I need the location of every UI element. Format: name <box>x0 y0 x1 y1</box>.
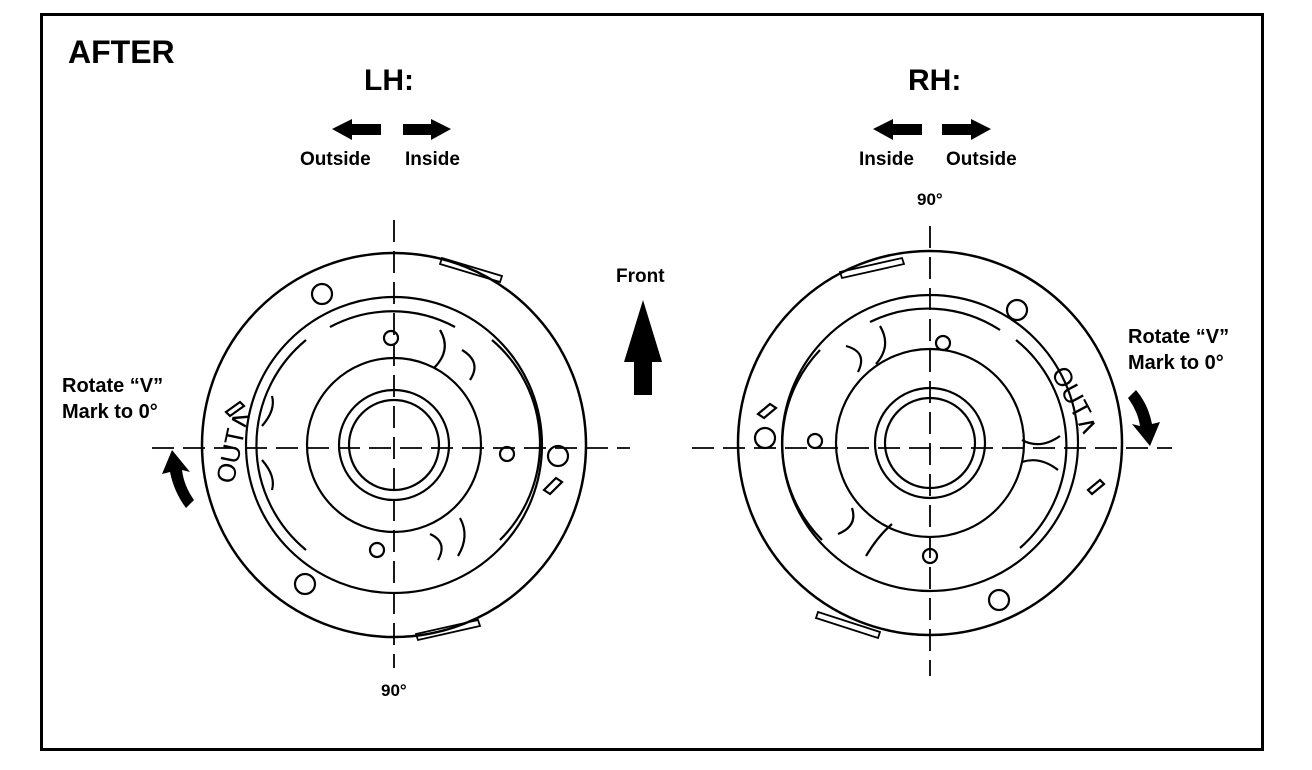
rh-rotate-line1: Rotate “V” <box>1128 326 1230 348</box>
lh-middle-ring <box>244 295 544 595</box>
lh-inner-ring <box>305 356 483 534</box>
rh-inside-arrow-icon <box>873 119 922 140</box>
lh-spoke-mark <box>261 395 274 427</box>
lh-inside-label: Inside <box>405 149 460 170</box>
rh-rotate-line2: Mark to 0° <box>1128 352 1224 374</box>
lh-wheel <box>152 220 630 668</box>
rh-channel-arc <box>1015 339 1068 549</box>
lh-channel-arc <box>255 339 307 551</box>
lh-spoke-mark <box>457 517 466 557</box>
rh-bolt-hole <box>1005 298 1029 322</box>
rh-hub-inner <box>883 396 977 490</box>
rh-diamond-mark <box>756 402 778 420</box>
rh-spoke-mark <box>875 325 887 365</box>
rh-small-hole <box>806 432 824 450</box>
rh-outside-label: Outside <box>946 149 1017 170</box>
lh-bolt-hole <box>310 282 334 306</box>
lh-angle-label: 90° <box>381 681 407 700</box>
rh-angle-label: 90° <box>917 190 943 209</box>
lh-rotate-line1: Rotate “V” <box>62 375 164 397</box>
rh-spoke-mark <box>837 507 855 536</box>
lh-channel-arc <box>491 339 542 541</box>
rh-bolt-hole <box>987 588 1011 612</box>
rh-small-hole <box>934 334 952 352</box>
rh-spoke-mark <box>1021 459 1059 471</box>
front-label: Front <box>616 266 665 287</box>
lh-small-hole <box>368 541 386 559</box>
rh-inner-ring <box>834 347 1026 539</box>
lh-hub-outer <box>337 388 451 502</box>
rh-channel-arc <box>869 307 1001 331</box>
lh-tab <box>414 618 482 642</box>
rh-wheel <box>692 226 1172 676</box>
rh-inside-label: Inside <box>859 149 914 170</box>
rh-outer-ring <box>736 249 1124 637</box>
rh-heading: RH: <box>908 64 962 97</box>
rh-tab <box>814 610 882 640</box>
lh-small-hole <box>498 445 516 463</box>
rh-hub-outer <box>873 386 987 500</box>
rh-channel-arc <box>781 349 823 541</box>
lh-small-hole <box>382 329 400 347</box>
lh-bolt-hole <box>293 572 317 596</box>
rh-small-hole <box>921 547 939 565</box>
lh-outside-label: Outside <box>300 149 371 170</box>
diagram-frame <box>40 13 1264 751</box>
rh-rotate-note: Rotate “V” Mark to 0° <box>1128 324 1229 376</box>
front-arrow-icon <box>624 300 662 395</box>
rh-spoke-mark <box>1021 435 1061 446</box>
lh-rotate-line2: Mark to 0° <box>62 401 158 423</box>
rh-rotate-arrow-icon <box>1128 390 1160 446</box>
rh-outside-arrow-icon <box>942 119 991 140</box>
lh-inside-arrow-icon <box>403 119 451 140</box>
rh-tab <box>838 256 906 280</box>
lh-bolt-hole <box>546 444 570 468</box>
lh-diamond-mark <box>542 476 564 496</box>
lh-heading: LH: <box>364 64 414 97</box>
lh-rotate-arrow-icon <box>162 450 194 508</box>
diagram-title: AFTER <box>68 34 175 70</box>
lh-spoke-mark <box>261 459 274 491</box>
rh-bolt-hole <box>753 426 777 450</box>
lh-tab <box>438 256 504 284</box>
lh-hub-inner <box>347 398 441 492</box>
lh-spoke-mark <box>433 329 446 369</box>
rh-spoke-mark <box>845 344 863 373</box>
rh-diamond-mark <box>1086 478 1106 496</box>
lh-outer-ring <box>200 251 588 639</box>
lh-rotate-note: Rotate “V” Mark to 0° <box>62 373 163 425</box>
lh-channel-arc <box>329 310 456 328</box>
lh-diamond-mark <box>224 400 246 418</box>
lh-spoke-mark <box>461 349 476 381</box>
lh-spoke-mark <box>429 532 443 561</box>
rh-spoke-mark <box>865 523 893 557</box>
lh-outside-arrow-icon <box>332 119 381 140</box>
